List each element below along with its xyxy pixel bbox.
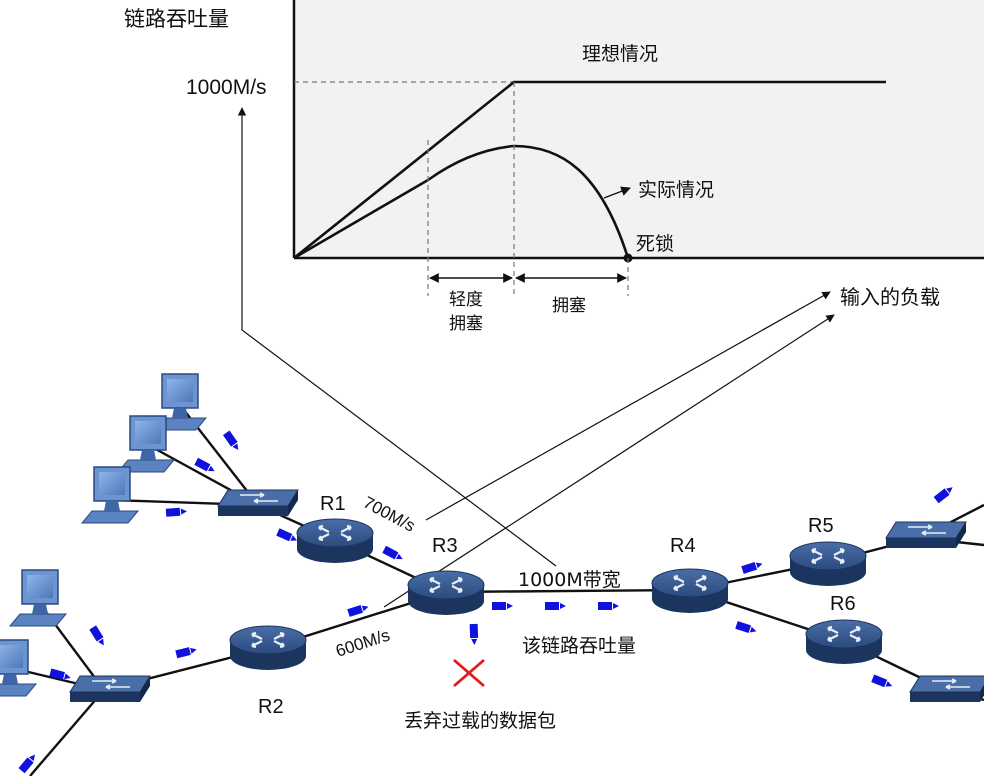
- switch-icon-r6: [909, 675, 984, 703]
- plot-background: [294, 0, 984, 258]
- router-icon-r3: [406, 569, 486, 617]
- switch-icon-r5: [885, 521, 967, 549]
- link-label-r2-r3: 600M/s: [333, 626, 392, 661]
- packet-icon: [871, 674, 894, 690]
- packet-icon: [276, 528, 299, 545]
- switch-icon-left: [69, 675, 151, 703]
- packet-icon: [492, 602, 513, 610]
- drop-x-icon: [453, 658, 485, 688]
- y-tick-label: 1000M/s: [186, 76, 267, 99]
- router-label-r3: R3: [432, 535, 458, 557]
- connector-throughput-to-yaxis: [237, 107, 557, 567]
- router-label-r4: R4: [670, 535, 696, 557]
- ideal-label: 理想情况: [582, 43, 658, 65]
- packet-icon: [741, 559, 764, 574]
- packet-icon: [165, 507, 188, 517]
- throughput-label: 该链路吞吐量: [522, 635, 636, 657]
- y-axis-label: 链路吞吐量: [124, 7, 229, 31]
- router-label-r6: R6: [830, 593, 856, 615]
- packet-icon: [175, 645, 198, 659]
- pc-icon: [117, 415, 175, 473]
- router-icon-r5: [788, 540, 868, 588]
- congestion-label: 拥塞: [552, 296, 586, 316]
- router-label-r2: R2: [258, 696, 284, 718]
- actual-label: 实际情况: [638, 179, 714, 201]
- router-icon-r1: [295, 517, 375, 565]
- connector-r2-load-to-xaxis: [383, 314, 835, 608]
- connector-arrows: [237, 107, 835, 608]
- light-congestion-label-2: 拥塞: [449, 314, 483, 334]
- drop-label: 丢弃过载的数据包: [404, 710, 556, 732]
- router-icon-r6: [804, 618, 884, 666]
- packet-icon: [222, 430, 242, 453]
- switch-icon-top: [217, 489, 299, 517]
- router-label-r1: R1: [320, 493, 346, 515]
- packet-icon: [598, 602, 619, 610]
- packet-icon: [735, 621, 758, 636]
- throughput-chart: 链路吞吐量 1000M/s 理想情况 实际情况 死锁 轻度 拥塞 拥塞 输入的负…: [124, 0, 984, 334]
- router-label-r5: R5: [808, 515, 834, 537]
- packet-icon: [469, 623, 479, 646]
- x-axis-label: 输入的负载: [840, 285, 940, 309]
- light-congestion-label-1: 轻度: [449, 290, 483, 310]
- packet-icon: [933, 484, 956, 504]
- pc-icon: [9, 569, 67, 627]
- actual-label-arrow: [603, 186, 631, 199]
- link-label-r3-r4: 1000M带宽: [518, 569, 621, 591]
- connector-r1-load-to-xaxis: [425, 291, 831, 521]
- pc-icon: [0, 639, 37, 697]
- deadlock-label: 死锁: [636, 233, 674, 255]
- router-icon-r4: [650, 567, 730, 615]
- actual-curve: [293, 144, 630, 260]
- router-icon-r2: [228, 624, 308, 672]
- packet-icon: [382, 545, 405, 563]
- packet-icon: [89, 625, 108, 648]
- pc-icon: [81, 466, 139, 524]
- packet-icon: [545, 602, 566, 610]
- packet-icon: [347, 602, 370, 617]
